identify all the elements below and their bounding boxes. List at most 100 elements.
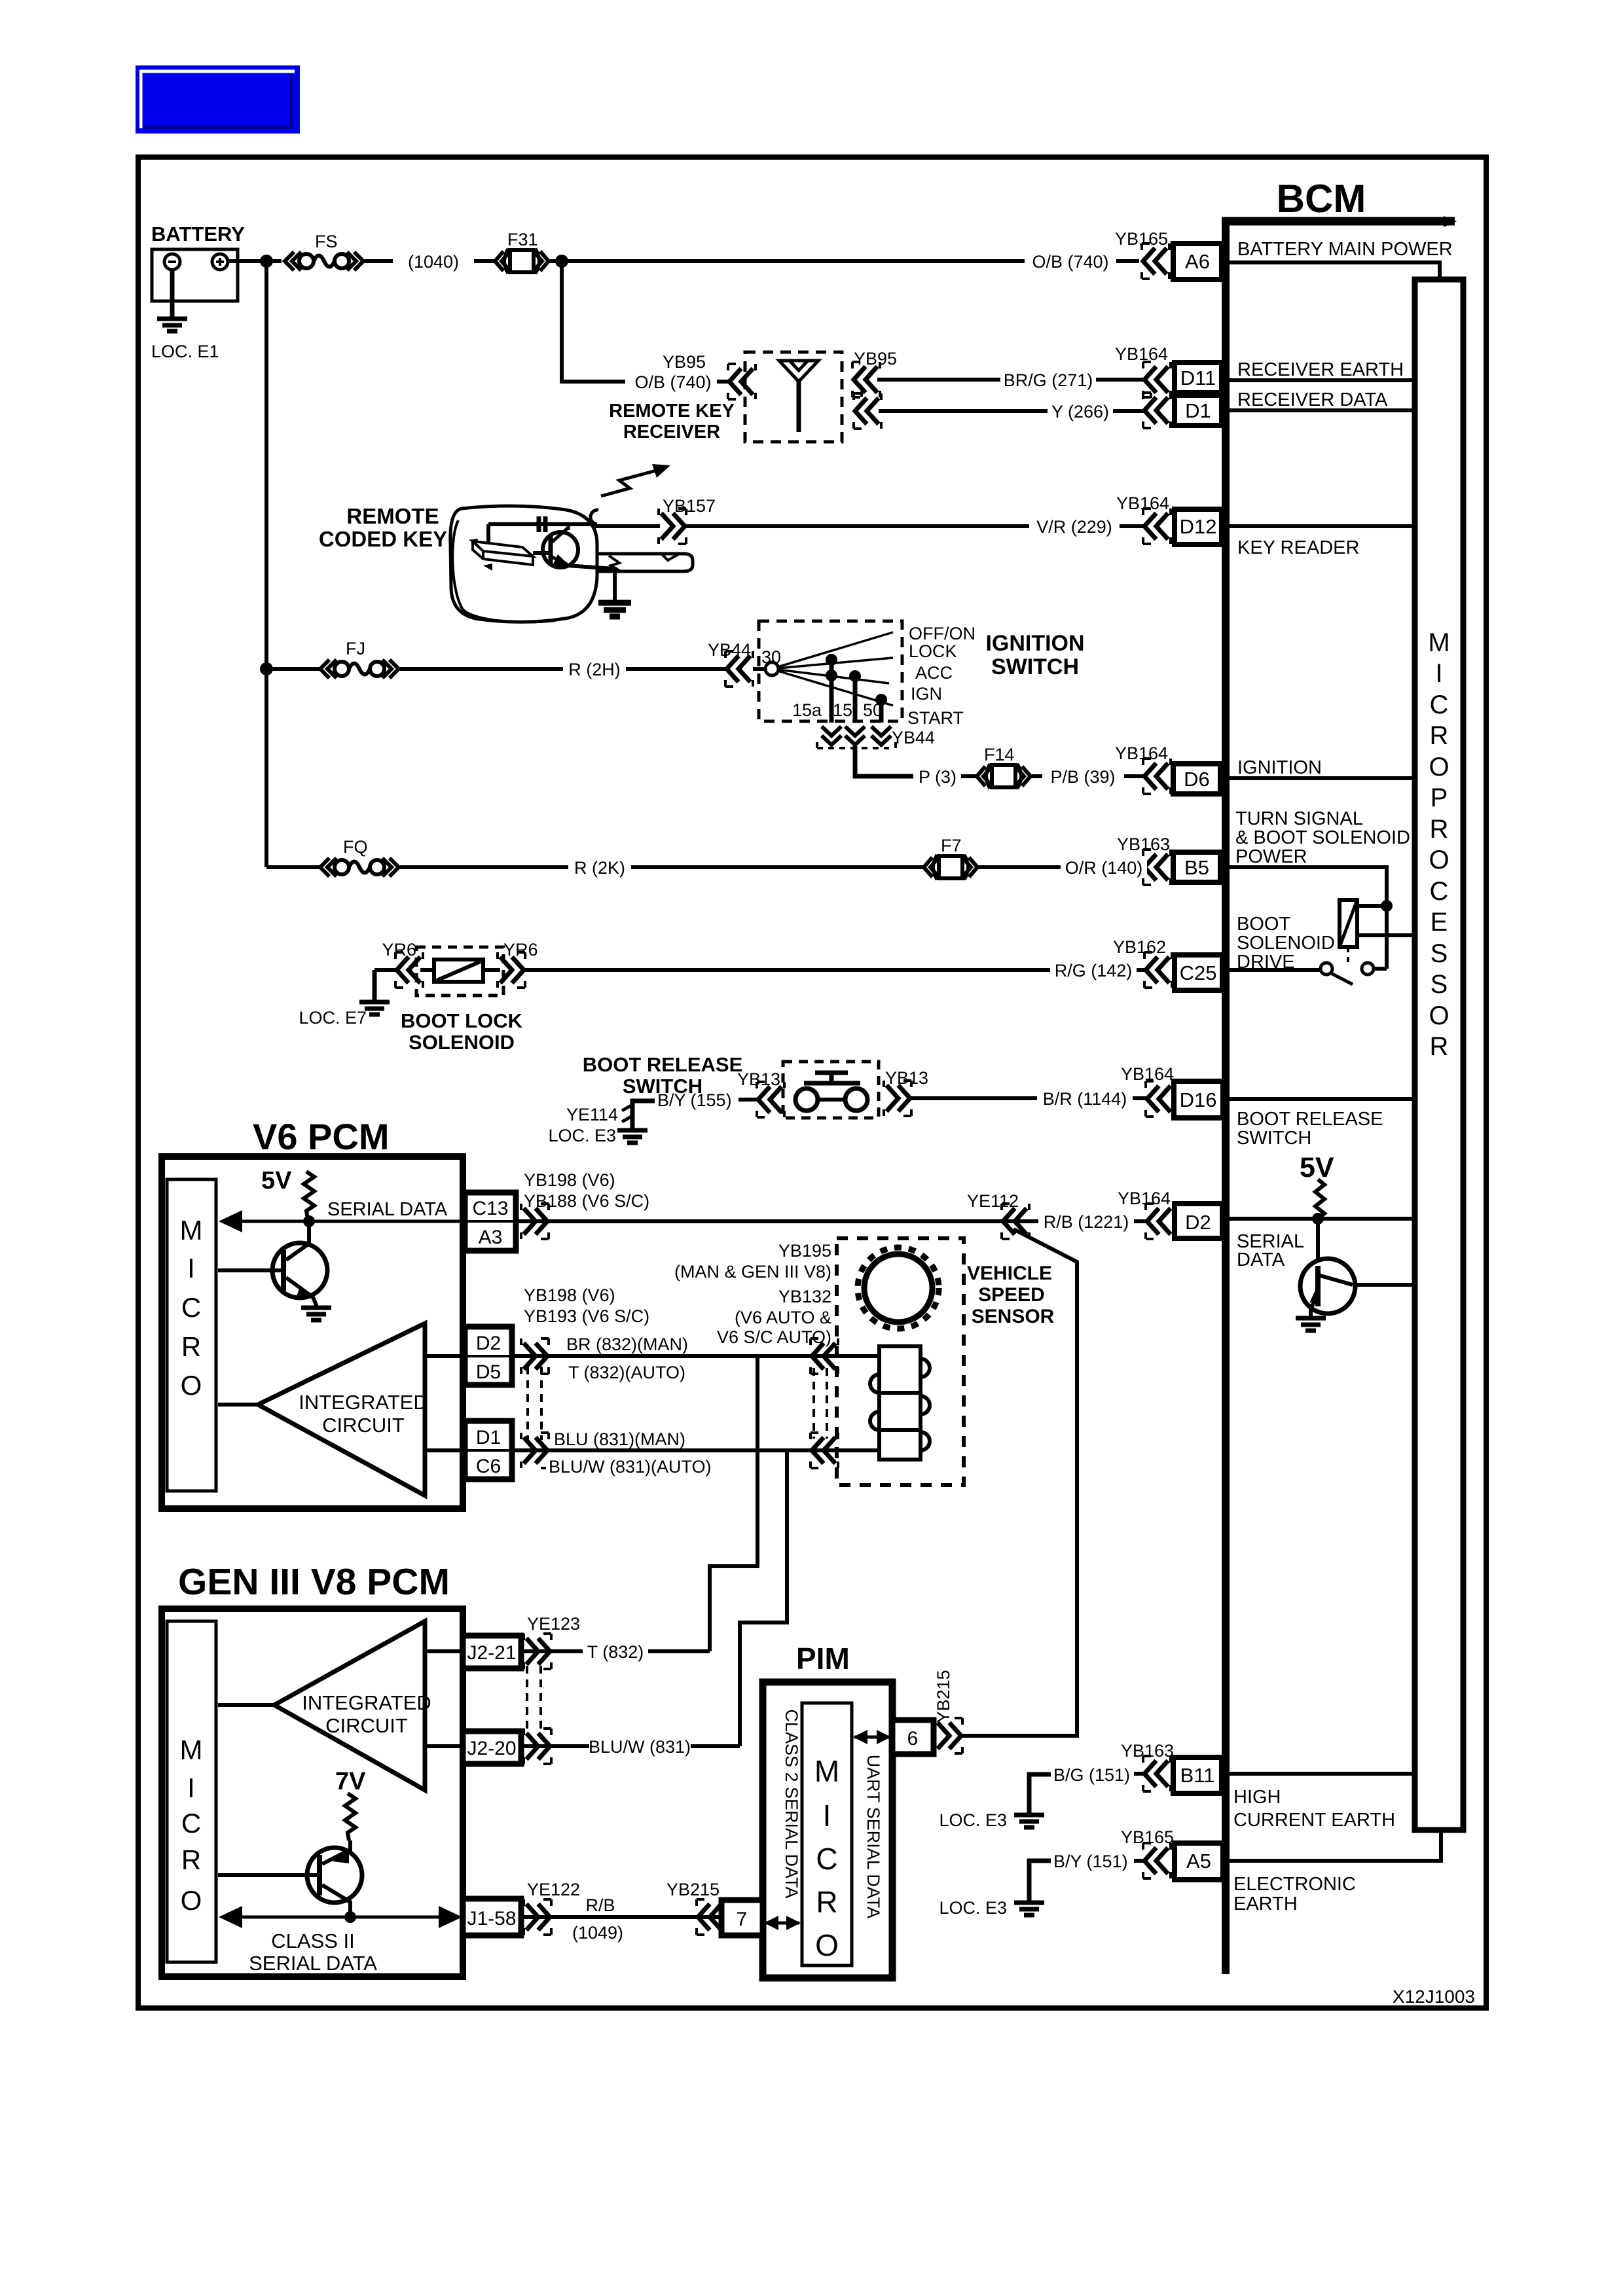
svg-text:A5: A5 (1186, 1850, 1211, 1873)
svg-text:C: C (1430, 877, 1449, 906)
svg-text:CIRCUIT: CIRCUIT (325, 1714, 408, 1737)
svg-text:RECEIVER: RECEIVER (623, 422, 720, 442)
svg-text:BLU/W (831)(AUTO): BLU/W (831)(AUTO) (549, 1457, 712, 1477)
svg-text:I: I (187, 1772, 195, 1803)
svg-text:DATA: DATA (1237, 1249, 1285, 1270)
svg-text:O: O (815, 1928, 839, 1962)
svg-text:YR6: YR6 (503, 940, 538, 960)
svg-text:SWITCH: SWITCH (623, 1075, 702, 1098)
svg-text:YB165: YB165 (1115, 229, 1168, 249)
svg-text:O: O (181, 1885, 202, 1916)
svg-text:C25: C25 (1180, 961, 1217, 984)
svg-text:O: O (181, 1370, 202, 1401)
svg-text:D1: D1 (1185, 399, 1211, 422)
svg-text:BATTERY: BATTERY (151, 223, 245, 245)
svg-text:C13: C13 (472, 1198, 508, 1219)
svg-text:BOOT: BOOT (1237, 914, 1290, 935)
svg-text:YB162: YB162 (1113, 937, 1166, 957)
svg-text:OFF/ON: OFF/ON (909, 624, 976, 643)
svg-text:M: M (180, 1734, 203, 1765)
svg-text:LOCK: LOCK (909, 641, 957, 661)
svg-text:T (832)(AUTO): T (832)(AUTO) (568, 1363, 685, 1382)
svg-text:YB165: YB165 (1121, 1827, 1174, 1847)
svg-text:YB44: YB44 (892, 728, 935, 747)
svg-text:HIGH: HIGH (1233, 1787, 1281, 1808)
svg-text:I: I (187, 1253, 195, 1283)
svg-text:BR/G (271): BR/G (271) (1004, 370, 1093, 390)
svg-text:IGNITION: IGNITION (1237, 757, 1322, 778)
svg-text:O: O (1429, 1001, 1449, 1030)
svg-text:B/G (151): B/G (151) (1053, 1765, 1130, 1785)
svg-text:50: 50 (863, 700, 883, 720)
svg-text:R: R (181, 1331, 201, 1362)
svg-text:CLASS II: CLASS II (271, 1929, 355, 1952)
svg-text:B/Y (155): B/Y (155) (657, 1090, 732, 1110)
svg-text:DRIVE: DRIVE (1237, 952, 1295, 973)
svg-text:C6: C6 (476, 1456, 501, 1477)
svg-text:YB95: YB95 (663, 352, 706, 372)
svg-text:YB195: YB195 (778, 1241, 831, 1261)
svg-text:CIRCUIT: CIRCUIT (322, 1414, 405, 1437)
svg-text:YB164: YB164 (1118, 1189, 1171, 1208)
svg-text:YB13: YB13 (885, 1068, 928, 1088)
svg-text:R (2K): R (2K) (574, 858, 625, 878)
svg-text:REMOTE: REMOTE (346, 504, 439, 528)
svg-text:YB215: YB215 (934, 1670, 953, 1723)
svg-text:15a: 15a (792, 700, 822, 720)
svg-text:(MAN & GEN III V8): (MAN & GEN III V8) (674, 1262, 831, 1282)
svg-text:D6: D6 (1184, 768, 1210, 791)
svg-text:C: C (181, 1808, 201, 1839)
svg-text:R: R (1430, 1032, 1449, 1061)
svg-text:START: START (907, 708, 964, 728)
svg-text:SERIAL DATA: SERIAL DATA (327, 1199, 448, 1220)
svg-text:J2-20: J2-20 (467, 1738, 516, 1759)
svg-text:SERIAL DATA: SERIAL DATA (249, 1952, 377, 1975)
svg-text:D12: D12 (1180, 515, 1217, 538)
svg-text:B/Y (151): B/Y (151) (1053, 1852, 1128, 1871)
svg-text:SOLENOID: SOLENOID (1237, 933, 1335, 954)
svg-text:VEHICLE: VEHICLE (967, 1263, 1052, 1284)
svg-text:BLU/W (831): BLU/W (831) (589, 1737, 691, 1757)
svg-text:SWITCH: SWITCH (991, 655, 1079, 679)
svg-text:R: R (1430, 815, 1449, 844)
svg-text:YE123: YE123 (527, 1614, 580, 1634)
svg-text:LOC. E1: LOC. E1 (151, 342, 219, 361)
svg-text:T (832): T (832) (587, 1642, 644, 1662)
svg-text:15: 15 (833, 700, 852, 720)
svg-text:R/B: R/B (585, 1895, 615, 1915)
svg-text:V6 S/C AUTO): V6 S/C AUTO) (717, 1327, 831, 1347)
svg-text:D1: D1 (476, 1427, 501, 1448)
svg-text:M: M (814, 1754, 839, 1788)
svg-text:O: O (1429, 846, 1449, 874)
svg-text:X12J1003: X12J1003 (1393, 1986, 1475, 2007)
svg-text:YB193 (V6 S/C): YB193 (V6 S/C) (524, 1306, 649, 1326)
svg-text:YB164: YB164 (1115, 744, 1168, 763)
svg-text:E: E (1431, 908, 1448, 937)
svg-text:C: C (816, 1842, 837, 1876)
svg-text:YB157: YB157 (663, 496, 716, 516)
svg-text:S: S (1431, 970, 1448, 999)
svg-text:REMOTE KEY: REMOTE KEY (609, 401, 735, 422)
svg-text:IGN: IGN (911, 684, 942, 704)
svg-text:B5: B5 (1184, 856, 1209, 879)
svg-text:F14: F14 (984, 745, 1015, 764)
svg-text:YE122: YE122 (527, 1880, 580, 1899)
svg-text:P/B (39): P/B (39) (1050, 767, 1115, 787)
svg-text:YB164: YB164 (1121, 1064, 1174, 1084)
svg-text:CURRENT EARTH: CURRENT EARTH (1233, 1810, 1395, 1831)
svg-text:YB215: YB215 (666, 1880, 720, 1899)
svg-text:R: R (181, 1844, 201, 1875)
svg-text:5V: 5V (1300, 1152, 1334, 1183)
svg-text:O: O (1429, 753, 1449, 781)
svg-text:PIM: PIM (796, 1641, 850, 1676)
svg-text:D11: D11 (1180, 367, 1216, 389)
svg-text:POWER: POWER (1235, 846, 1307, 867)
svg-text:BOOT LOCK: BOOT LOCK (401, 1009, 523, 1032)
svg-text:A6: A6 (1185, 250, 1210, 273)
svg-text:(1040): (1040) (408, 252, 459, 272)
svg-text:YB164: YB164 (1115, 344, 1168, 364)
svg-text:A3: A3 (479, 1227, 503, 1248)
svg-text:P: P (1431, 783, 1448, 812)
svg-text:YB163: YB163 (1121, 1741, 1174, 1761)
svg-text:F31: F31 (507, 230, 538, 249)
